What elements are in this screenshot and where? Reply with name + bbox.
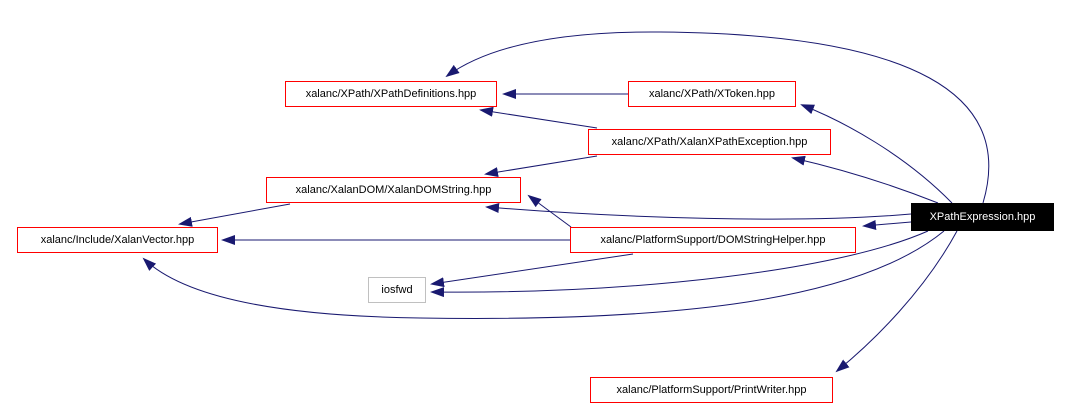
node-xalandomstring[interactable]: xalanc/XalanDOM/XalanDOMString.hpp — [266, 177, 521, 203]
edge-xpathexpression-xpathexception — [791, 155, 939, 204]
edge-xpathexpression-xtoken — [800, 104, 953, 204]
node-xtoken[interactable]: xalanc/XPath/XToken.hpp — [628, 81, 796, 107]
edge-xpathexpression-xalanvector — [142, 230, 945, 319]
edge-xpathexpression-xalandomstring — [485, 203, 912, 220]
edge-xalandomstring-xalanvector — [178, 203, 291, 227]
node-xalanvector[interactable]: xalanc/Include/XalanVector.hpp — [17, 227, 218, 253]
edge-xpathexpression-iosfwd — [430, 230, 929, 298]
node-iosfwd: iosfwd — [368, 277, 426, 303]
edge-domstringhelper-iosfwd — [430, 253, 634, 288]
node-printwriter[interactable]: xalanc/PlatformSupport/PrintWriter.hpp — [590, 377, 833, 403]
edge-xpathexpression-printwriter — [835, 230, 958, 373]
edge-xpathexpression-xpathdefinitions — [445, 31, 990, 204]
node-xpathexpression-current-file: XPathExpression.hpp — [911, 203, 1054, 231]
node-xalanxpathexception[interactable]: xalanc/XPath/XalanXPathException.hpp — [588, 129, 831, 155]
edge-xpathexpression-domstringhelper — [862, 220, 912, 230]
edge-xpathexception-xpathdefinitions — [479, 106, 598, 129]
edge-xpathexception-xalandomstring — [484, 155, 598, 178]
node-xpathdefinitions[interactable]: xalanc/XPath/XPathDefinitions.hpp — [285, 81, 497, 107]
edge-domstringhelper-xalandomstring — [527, 194, 572, 228]
node-domstringhelper[interactable]: xalanc/PlatformSupport/DOMStringHelper.h… — [570, 227, 856, 253]
